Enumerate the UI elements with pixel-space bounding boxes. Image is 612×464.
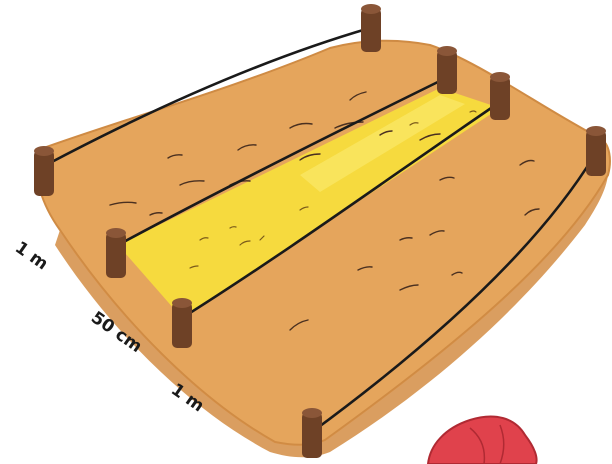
stake-front-left [106, 228, 126, 278]
stake-back-top [361, 4, 381, 52]
stake-path-front [172, 298, 192, 348]
left-strip-width-label: 1 m [11, 238, 52, 275]
stake-back-left [34, 146, 54, 196]
stake-mid-top [437, 46, 457, 94]
stake-right [586, 126, 606, 176]
stake-front [302, 408, 322, 458]
red-flower [428, 416, 537, 464]
stake-path-top [490, 72, 510, 120]
